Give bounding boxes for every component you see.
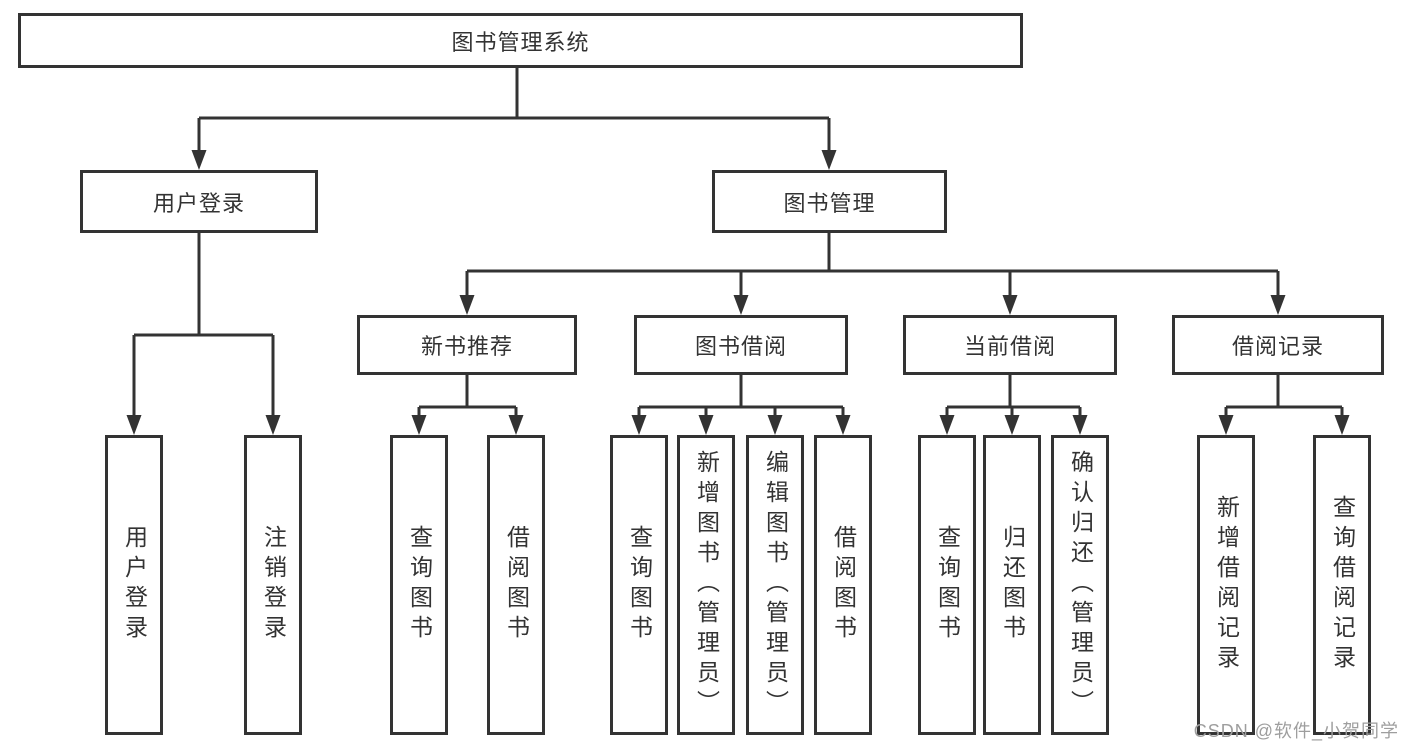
- leaf-borrow-books-recommend-label: 借阅图书: [503, 525, 530, 645]
- arrowhead-icon: [1270, 295, 1286, 315]
- leaf-query-books-borrow-label: 查询图书: [626, 525, 653, 645]
- leaf-query-books-current-label: 查询图书: [934, 525, 961, 645]
- leaf-add-books-admin: 新增图书（管理员）: [677, 435, 735, 735]
- node-root-system: 图书管理系统: [18, 13, 1023, 68]
- node-book-management-label: 图书管理: [783, 190, 876, 216]
- node-current-borrowing: 当前借阅: [903, 315, 1117, 375]
- leaf-query-borrow-record: 查询借阅记录: [1313, 435, 1371, 735]
- arrowhead-icon: [265, 415, 281, 435]
- leaf-borrow-books: 借阅图书: [814, 435, 872, 735]
- leaf-logout: 注销登录: [244, 435, 302, 735]
- connector-root-to-level2: [197, 68, 831, 152]
- leaf-query-books-borrow: 查询图书: [610, 435, 668, 735]
- connector-borrow-to-leaves: [637, 375, 845, 417]
- arrowhead-icon: [126, 415, 142, 435]
- node-borrowing-records-label: 借阅记录: [1231, 334, 1324, 359]
- node-user-login-label: 用户登录: [152, 190, 245, 216]
- arrowhead-icon: [821, 150, 837, 170]
- leaf-confirm-return-admin: 确认归还（管理员）: [1051, 435, 1109, 735]
- leaf-edit-books-admin: 编辑图书（管理员）: [746, 435, 804, 735]
- leaf-query-books-recommend-label: 查询图书: [406, 525, 433, 645]
- arrowhead-icon: [733, 295, 749, 315]
- node-book-borrowing-label: 图书借阅: [694, 334, 787, 359]
- arrowhead-icon: [1218, 415, 1234, 435]
- leaf-logout-label: 注销登录: [260, 525, 287, 645]
- leaf-return-books-label: 归还图书: [999, 525, 1026, 645]
- connector-userlogin-to-leaves: [132, 233, 275, 417]
- leaf-user-login: 用户登录: [105, 435, 163, 735]
- connector-current-to-leaves: [945, 375, 1082, 417]
- connector-newbook-to-leaves: [417, 375, 518, 417]
- leaf-borrow-books-recommend: 借阅图书: [487, 435, 545, 735]
- arrowhead-icon: [1002, 295, 1018, 315]
- arrowhead-icon: [191, 150, 207, 170]
- arrowhead-icon: [1334, 415, 1350, 435]
- arrowhead-icon: [1072, 415, 1088, 435]
- node-book-borrowing: 图书借阅: [634, 315, 848, 375]
- node-new-book-recommend: 新书推荐: [357, 315, 577, 375]
- leaf-query-books-current: 查询图书: [918, 435, 976, 735]
- node-borrowing-records: 借阅记录: [1172, 315, 1384, 375]
- arrowhead-icon: [835, 415, 851, 435]
- connector-bookmgmt-to-level3: [465, 233, 1280, 297]
- arrowhead-icon: [631, 415, 647, 435]
- arrowhead-icon: [508, 415, 524, 435]
- connector-records-to-leaves: [1224, 375, 1344, 417]
- leaf-confirm-return-admin-label: 确认归还（管理员）: [1067, 450, 1094, 720]
- node-current-borrowing-label: 当前借阅: [963, 334, 1056, 359]
- leaf-add-borrow-record: 新增借阅记录: [1197, 435, 1255, 735]
- node-book-management: 图书管理: [712, 170, 947, 233]
- leaf-borrow-books-label: 借阅图书: [830, 525, 857, 645]
- arrowhead-icon: [767, 415, 783, 435]
- arrowhead-icon: [698, 415, 714, 435]
- leaf-return-books: 归还图书: [983, 435, 1041, 735]
- leaf-user-login-label: 用户登录: [121, 525, 148, 645]
- leaf-edit-books-admin-label: 编辑图书（管理员）: [762, 450, 789, 720]
- leaf-query-books-recommend: 查询图书: [390, 435, 448, 735]
- leaf-add-borrow-record-label: 新增借阅记录: [1213, 495, 1240, 675]
- arrowhead-icon: [459, 295, 475, 315]
- arrowhead-icon: [411, 415, 427, 435]
- arrowhead-icon: [1004, 415, 1020, 435]
- leaf-query-borrow-record-label: 查询借阅记录: [1329, 495, 1356, 675]
- node-user-login: 用户登录: [80, 170, 318, 233]
- node-new-book-recommend-label: 新书推荐: [420, 334, 513, 359]
- leaf-add-books-admin-label: 新增图书（管理员）: [693, 450, 720, 720]
- arrowhead-icon: [939, 415, 955, 435]
- node-root-label: 图书管理系统: [451, 29, 590, 55]
- csdn-watermark: CSDN @软件_小贺同学: [1193, 721, 1399, 741]
